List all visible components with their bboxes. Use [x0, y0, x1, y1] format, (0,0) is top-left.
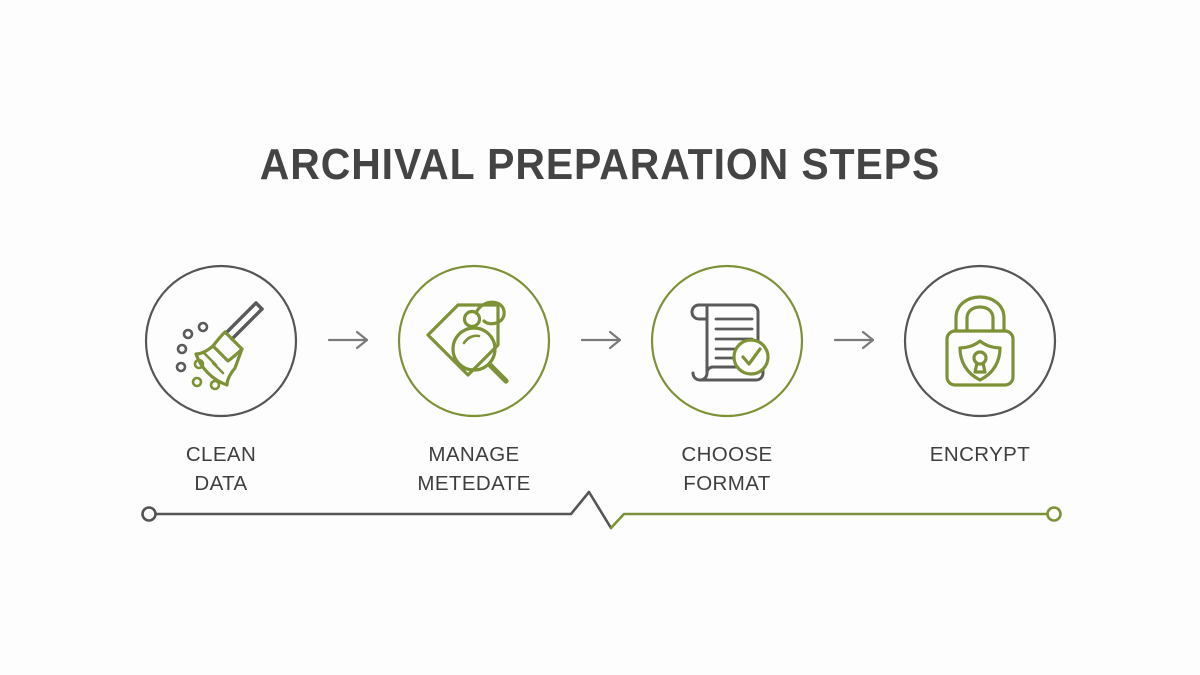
- arrow-right-icon-2: [580, 330, 622, 350]
- step-2-manage-metadata[interactable]: [397, 264, 551, 418]
- step-3-label: CHOOSE FORMAT: [681, 443, 773, 495]
- timeline: [141, 490, 1062, 530]
- timeline-segment-left: [151, 490, 613, 530]
- padlock-shield-icon: [945, 295, 1015, 387]
- timeline-end-node[interactable]: [1046, 506, 1062, 522]
- step-4-circle: [903, 264, 1057, 418]
- timeline-start-node[interactable]: [141, 506, 157, 522]
- timeline-segment-right: [609, 512, 1052, 530]
- step-1-clean-data[interactable]: [144, 264, 298, 418]
- step-2-circle: [397, 264, 551, 418]
- step-1-label: CLEAN DATA: [185, 443, 257, 495]
- page-title: ARCHIVAL PREPARATION STEPS: [259, 140, 941, 189]
- step-3-circle: [650, 264, 804, 418]
- arrow-right-icon-1: [327, 330, 369, 350]
- scroll-check-icon: [690, 303, 770, 382]
- step-1-circle: [144, 264, 298, 418]
- step-2-label: MANAGE METEDATE: [417, 443, 531, 495]
- broom-icon: [175, 301, 264, 391]
- step-4-encrypt[interactable]: [903, 264, 1057, 418]
- arrow-right-icon-3: [833, 330, 875, 350]
- step-4-label: ENCRYPT: [929, 443, 1031, 466]
- step-3-choose-format[interactable]: [650, 264, 804, 418]
- tag-magnifier-icon: [426, 300, 509, 384]
